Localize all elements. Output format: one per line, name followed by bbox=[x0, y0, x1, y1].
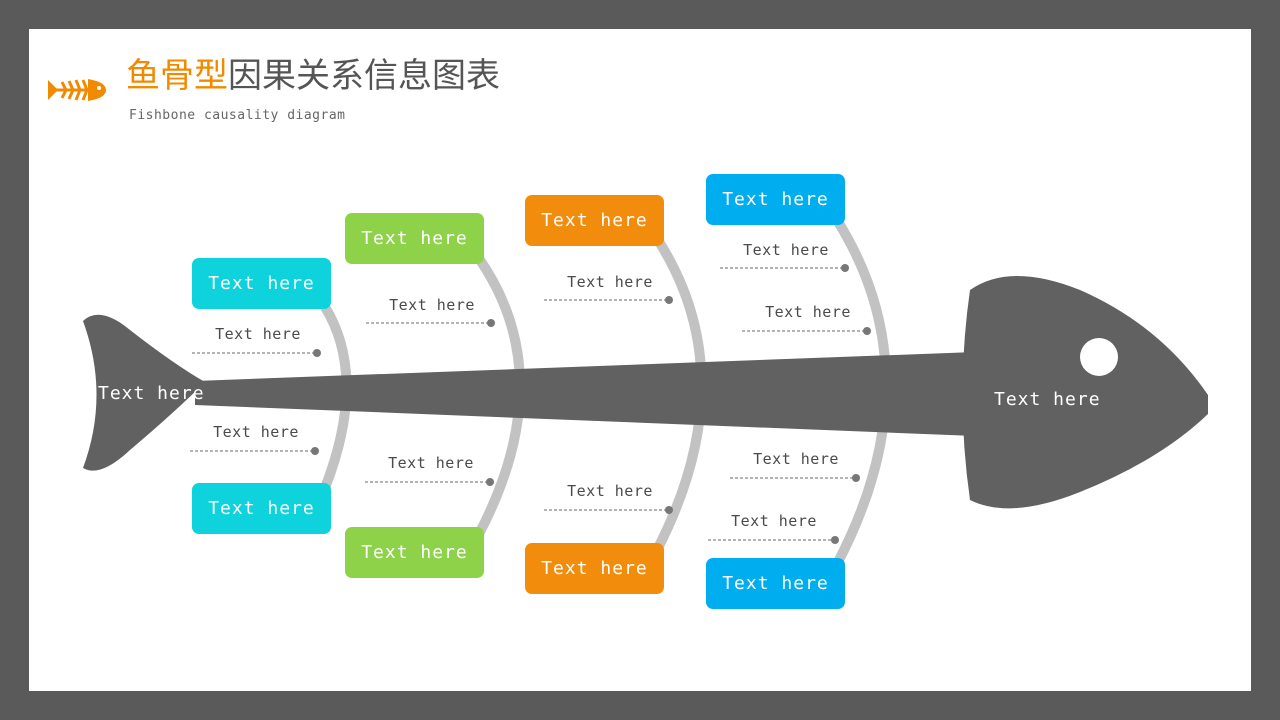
title-rest: 因果关系信息图表 bbox=[228, 56, 500, 96]
fish-tail bbox=[83, 314, 205, 471]
cause-note-top-4b: Text here bbox=[765, 303, 851, 321]
cause-note-bottom-4a: Text here bbox=[753, 450, 839, 468]
cause-box-bottom-4: Text here bbox=[706, 558, 845, 609]
fish-eye bbox=[1080, 338, 1118, 376]
head-label: Text here bbox=[994, 389, 1101, 410]
cause-box-bottom-3: Text here bbox=[525, 543, 664, 594]
fish-spine bbox=[195, 352, 975, 436]
page-subtitle: Fishbone causality diagram bbox=[129, 108, 346, 123]
cause-note-top-2: Text here bbox=[389, 296, 475, 314]
cause-note-bottom-4b: Text here bbox=[731, 512, 817, 530]
cause-box-top-3: Text here bbox=[525, 195, 664, 246]
fish-head bbox=[962, 276, 1208, 509]
cause-box-top-1: Text here bbox=[192, 258, 331, 309]
cause-note-bottom-1: Text here bbox=[213, 423, 299, 441]
title-highlight: 鱼骨型 bbox=[126, 56, 228, 96]
cause-note-bottom-2: Text here bbox=[388, 454, 474, 472]
cause-box-bottom-1: Text here bbox=[192, 483, 331, 534]
cause-note-top-1: Text here bbox=[215, 325, 301, 343]
cause-note-top-3: Text here bbox=[567, 273, 653, 291]
cause-note-top-4a: Text here bbox=[743, 241, 829, 259]
cause-box-bottom-2: Text here bbox=[345, 527, 484, 578]
cause-note-bottom-3: Text here bbox=[567, 482, 653, 500]
fish-skeleton-icon bbox=[48, 79, 106, 101]
page-title: 鱼骨型因果关系信息图表 bbox=[126, 56, 500, 96]
cause-box-top-2: Text here bbox=[345, 213, 484, 264]
cause-box-top-4: Text here bbox=[706, 174, 845, 225]
tail-label: Text here bbox=[98, 383, 205, 404]
